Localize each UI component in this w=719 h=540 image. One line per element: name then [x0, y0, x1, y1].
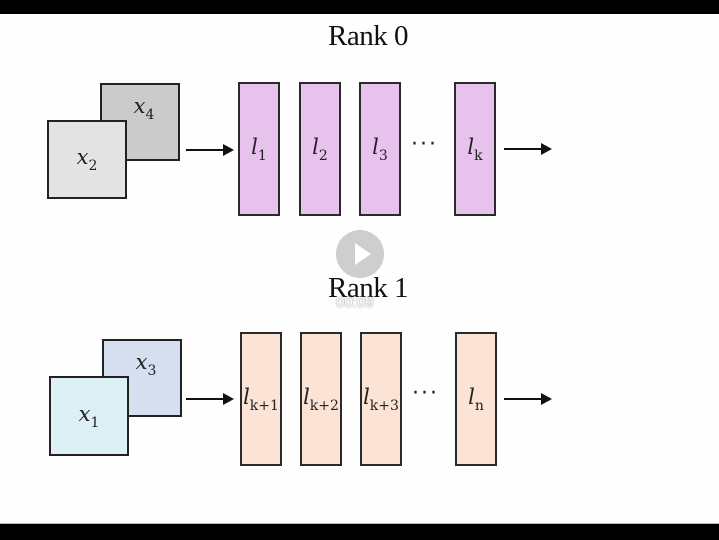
- video-timestamp: 00:09: [336, 294, 374, 311]
- layer-lk1-label: lk+1: [243, 384, 279, 414]
- input-x4-label: x4: [133, 93, 155, 123]
- layer-lk: lk: [454, 82, 496, 216]
- layer-l3: l3: [359, 82, 401, 216]
- video-bottom-bar: [0, 524, 719, 540]
- rank-0-title: Rank 0: [328, 20, 408, 52]
- layer-ln: ln: [455, 332, 497, 466]
- layer-lk2-label: lk+2: [303, 384, 339, 414]
- layer-l1: l1: [238, 82, 280, 216]
- layer-lk3: lk+3: [360, 332, 402, 466]
- input-x1-box: x1: [49, 376, 129, 456]
- diagram-canvas: Rank 0 x4 x2 l1 l2 l3 ··· lk Rank 1 x3 x…: [0, 14, 719, 524]
- input-x2-label: x2: [76, 145, 98, 174]
- layer-lk2: lk+2: [300, 332, 342, 466]
- layer-lk-label: lk: [467, 134, 483, 164]
- play-icon[interactable]: [336, 230, 384, 278]
- input-x2-box: x2: [47, 120, 127, 199]
- layers-ellipsis-rank0: ···: [411, 132, 438, 157]
- arrow-input-to-layers-rank1: [186, 393, 234, 405]
- layer-l3-label: l3: [372, 134, 388, 164]
- layer-l2: l2: [299, 82, 341, 216]
- arrow-output-rank1: [504, 393, 552, 405]
- layer-l1-label: l1: [251, 134, 267, 164]
- layers-ellipsis-rank1: ···: [412, 381, 439, 406]
- layer-ln-label: ln: [468, 384, 484, 414]
- layer-lk1: lk+1: [240, 332, 282, 466]
- input-x1-label: x1: [78, 401, 100, 431]
- arrow-input-to-layers-rank0: [186, 144, 234, 156]
- layer-l2-label: l2: [312, 134, 328, 164]
- rank-1-title: Rank 1: [328, 272, 408, 304]
- layer-lk3-label: lk+3: [363, 384, 399, 414]
- video-top-bar: [0, 0, 719, 14]
- input-x3-label: x3: [135, 349, 157, 379]
- arrow-output-rank0: [504, 143, 552, 155]
